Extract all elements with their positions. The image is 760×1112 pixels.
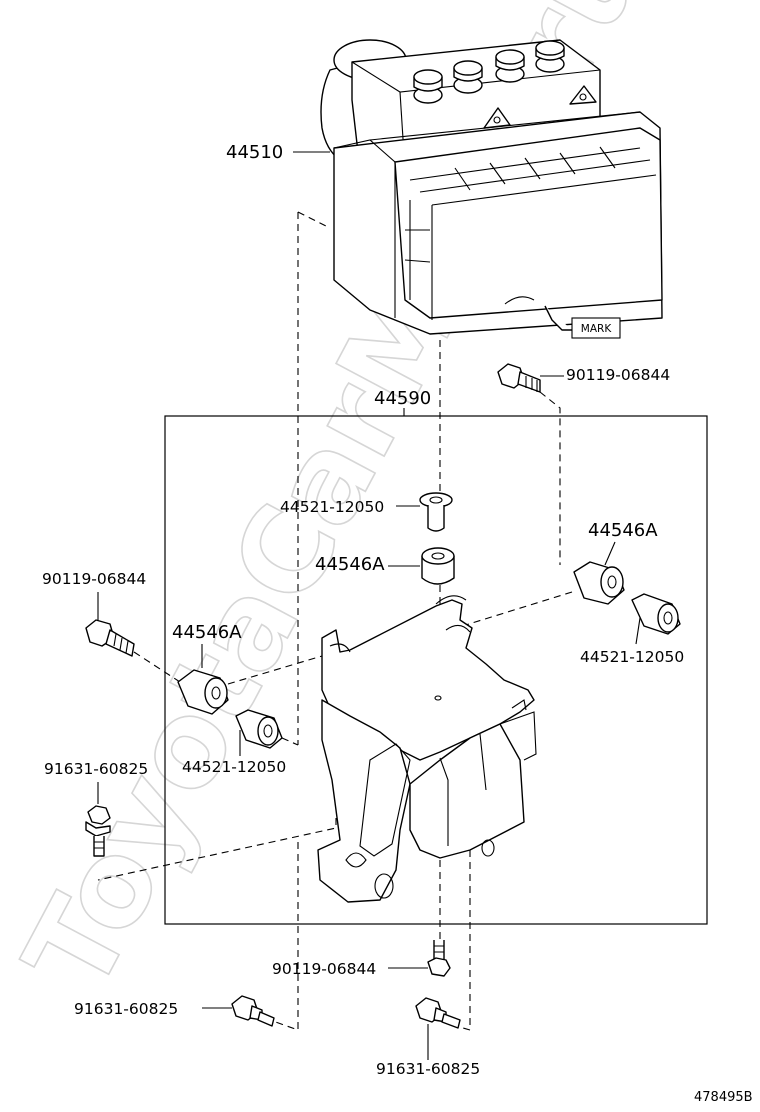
cushion-right: [573, 561, 625, 605]
bracket-assembly-frame: [164, 415, 708, 925]
svg-text:MARK: MARK: [581, 323, 613, 335]
actuator-illustration: [320, 39, 663, 335]
collar-right: [631, 593, 681, 635]
collar-center: [419, 492, 453, 532]
label-cushion-center: 44546A: [315, 554, 385, 575]
bolt-bottom: [427, 940, 451, 977]
bolt-top-right: [497, 363, 541, 393]
mark-label: MARK: [571, 317, 621, 339]
collar-left: [235, 709, 283, 749]
label-actuator: 44510: [226, 142, 283, 163]
label-bolt-top-right: 90119-06844: [566, 366, 670, 384]
label-stud-left: 91631-60825: [44, 760, 148, 778]
label-bolt-bottom: 90119-06844: [272, 960, 376, 978]
label-stud-bottom-left: 91631-60825: [74, 1000, 178, 1018]
label-bracket-assembly: 44590: [374, 388, 431, 409]
label-cushion-right: 44546A: [588, 520, 658, 541]
bracket-illustration: [317, 595, 537, 903]
label-stud-bottom-right: 91631-60825: [376, 1060, 480, 1078]
label-cushion-left: 44546A: [172, 622, 242, 643]
diagram-id: 478495B: [694, 1090, 753, 1105]
cushion-left: [177, 669, 229, 715]
bolt-left: [85, 619, 135, 657]
label-bolt-left: 90119-06844: [42, 570, 146, 588]
stud-bottom-right: [415, 997, 461, 1029]
label-collar-left: 44521-12050: [182, 758, 286, 776]
label-collar-center: 44521-12050: [280, 498, 384, 516]
cushion-center: [421, 547, 455, 585]
stud-bottom-left: [231, 995, 275, 1027]
stud-left: [85, 805, 111, 857]
label-collar-right: 44521-12050: [580, 648, 684, 666]
